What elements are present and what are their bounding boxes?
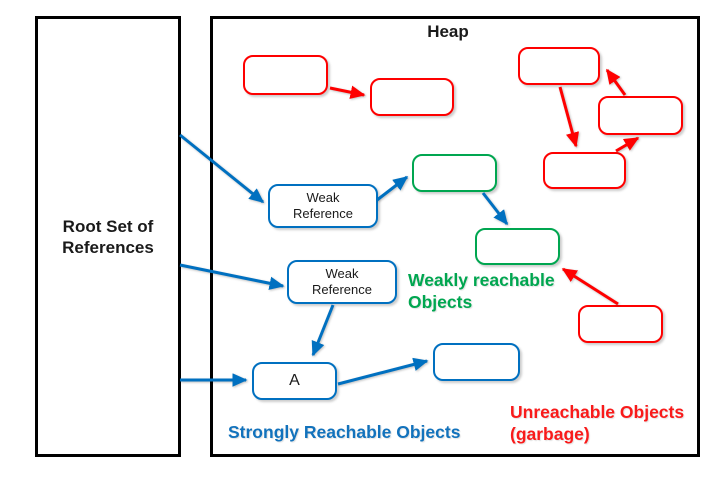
- root-set-label: Root Set of References: [35, 16, 181, 457]
- weakly-reachable-caption-line2: Objects: [408, 292, 473, 312]
- object-a-label: A: [289, 372, 300, 389]
- unreachable-object-1: [243, 55, 328, 95]
- unreachable-caption-line1: Unreachable Objects: [510, 402, 685, 422]
- root-set-label-line1: Root Set of: [62, 216, 154, 236]
- weak-reference-1-box: Weak Reference: [268, 184, 378, 228]
- weakly-reachable-object-2: [475, 228, 560, 265]
- weak-reference-2-box: Weak Reference: [287, 260, 397, 304]
- strongly-reachable-caption: Strongly Reachable Objects: [228, 422, 461, 442]
- unreachable-caption: Unreachable Objects (garbage): [510, 401, 684, 445]
- weakly-reachable-caption-line1: Weakly reachable: [408, 270, 555, 290]
- unreachable-object-3: [518, 47, 600, 85]
- unreachable-object-6: [578, 305, 663, 343]
- heap-title: Heap: [427, 22, 469, 41]
- root-set-label-line2: References: [62, 237, 154, 257]
- weakly-reachable-object-1: [412, 154, 497, 192]
- unreachable-object-2: [370, 78, 454, 116]
- weakly-reachable-caption: Weakly reachable Objects: [408, 269, 555, 313]
- weak-reference-1-label-line2: Reference: [293, 206, 353, 221]
- weak-reference-1-label-line1: Weak: [306, 190, 340, 205]
- weak-reference-2-label-line2: Reference: [312, 282, 372, 297]
- weak-reference-2-label-line1: Weak: [325, 266, 359, 281]
- unreachable-caption-line2: (garbage): [510, 424, 590, 444]
- unreachable-object-5: [543, 152, 626, 189]
- strongly-reachable-object-box: [433, 343, 520, 381]
- object-a-box: A: [252, 362, 337, 400]
- unreachable-object-4: [598, 96, 683, 135]
- root-set-box: [35, 16, 181, 457]
- heap-box: [210, 16, 700, 457]
